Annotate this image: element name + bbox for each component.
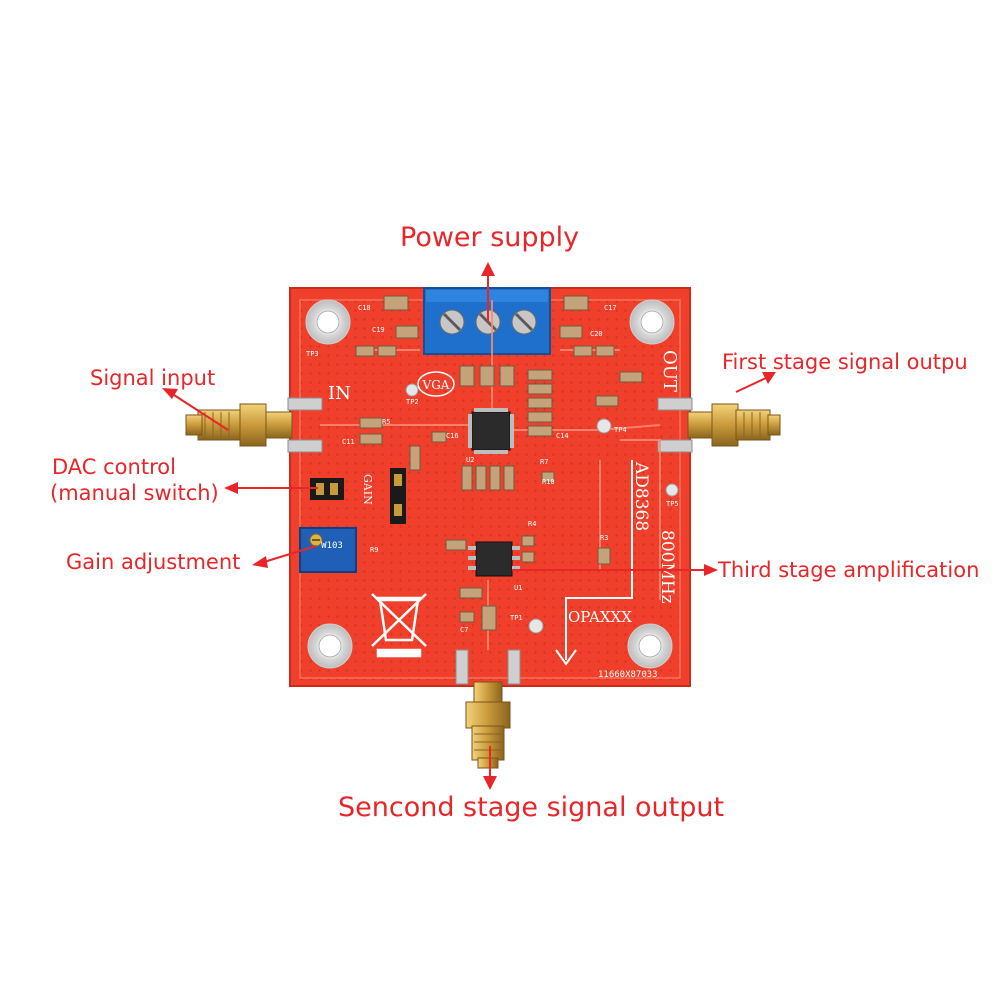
gain-trimmer-potentiometer: W103 — [299, 527, 357, 573]
signal-flow-arrow — [555, 460, 633, 666]
annotation-dac-manual-switch: (manual switch) — [50, 481, 219, 505]
silk-in: IN — [328, 383, 351, 404]
annotation-first-stage-output: First stage signal outpu — [722, 350, 968, 374]
silk-freq: 800MHz — [657, 530, 677, 604]
silk-u1: U1 — [514, 584, 522, 592]
silk-vga-badge: VGA — [417, 371, 455, 397]
silk-c16: C16 — [446, 432, 459, 440]
annotation-signal-input: Signal input — [90, 366, 216, 390]
silk-c18: C18 — [358, 304, 371, 312]
silk-c19: C19 — [372, 326, 385, 334]
trimmer-label: W103 — [321, 541, 343, 551]
svg-text:VGA: VGA — [422, 378, 450, 392]
mounting-hole — [627, 623, 673, 669]
smd-components — [355, 295, 643, 631]
sma-second-stage-connector — [455, 649, 521, 769]
dac-jumper-header — [310, 468, 406, 524]
test-points — [405, 383, 679, 634]
annotation-arrows — [162, 262, 776, 790]
opamp-chip — [468, 541, 520, 577]
ad8368-vga-chip — [468, 408, 514, 454]
silk-r4: R4 — [528, 520, 536, 528]
silk-r5: R5 — [382, 418, 390, 426]
annotation-power-supply: Power supply — [400, 222, 580, 253]
silk-c14: C14 — [556, 432, 569, 440]
silk-tp5: TP5 — [666, 500, 679, 508]
weee-recycle-bin-icon — [371, 593, 427, 658]
power-terminal-block — [423, 287, 551, 355]
annotation-dac-control: DAC control — [52, 455, 176, 479]
silk-c7: C7 — [460, 626, 468, 634]
silk-tp2: TP2 — [406, 398, 419, 406]
silk-r10: R10 — [542, 478, 555, 486]
silk-tp3: TP3 — [306, 350, 319, 358]
annotation-gain-adjustment: Gain adjustment — [66, 550, 241, 574]
mounting-hole — [307, 623, 353, 669]
annotation-second-stage-output: Sencond stage signal output — [338, 792, 725, 823]
silk-out: OUT — [659, 350, 680, 392]
silk-gain: GAIN — [361, 474, 374, 505]
mounting-hole — [305, 299, 351, 345]
silk-serial: 11660X87033 — [598, 670, 658, 680]
silk-r9: R9 — [370, 546, 378, 554]
silk-c17: C17 — [604, 304, 617, 312]
silk-opaxxx: OPAXXX — [568, 608, 632, 626]
sma-output-connector — [657, 397, 781, 453]
silk-tp4: TP4 — [614, 426, 627, 434]
silk-r3: R3 — [600, 534, 608, 542]
silk-c20: C20 — [590, 330, 603, 338]
silk-ad8368: AD8368 — [631, 461, 651, 531]
annotation-third-stage-amplification: Third stage amplification — [718, 558, 980, 582]
silk-c11: C11 — [342, 438, 355, 446]
silk-r7: R7 — [540, 458, 548, 466]
mounting-hole — [629, 299, 675, 345]
silk-u2: U2 — [466, 456, 474, 464]
silk-tp1: TP1 — [510, 614, 523, 622]
